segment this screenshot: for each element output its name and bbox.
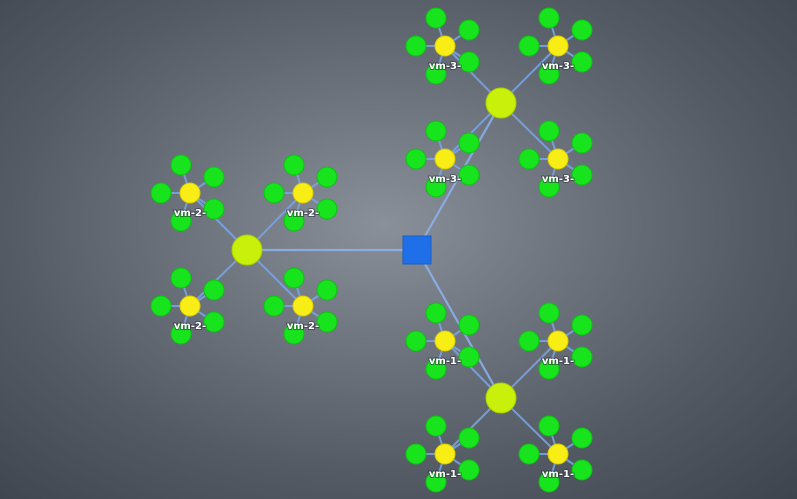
- switch-node-sw-3-d[interactable]: [547, 148, 569, 170]
- leaf-node[interactable]: [316, 166, 338, 188]
- leaf-node[interactable]: [316, 311, 338, 333]
- leaf-node[interactable]: [571, 51, 593, 73]
- leaf-node[interactable]: [405, 35, 427, 57]
- leaf-node[interactable]: [538, 302, 560, 324]
- leaf-node[interactable]: [425, 358, 447, 380]
- leaf-node[interactable]: [571, 346, 593, 368]
- leaf-node[interactable]: [170, 267, 192, 289]
- leaf-node[interactable]: [458, 51, 480, 73]
- switch-node-sw-2-b[interactable]: [292, 182, 314, 204]
- leaf-node[interactable]: [571, 19, 593, 41]
- label-layer: vm-2- vm-2- vm-2- vm-2- vm-3- vm-3- vm-3- vm-3-…: [173, 60, 575, 481]
- leaf-node[interactable]: [458, 132, 480, 154]
- leaf-node[interactable]: [538, 176, 560, 198]
- leaf-node[interactable]: [518, 148, 540, 170]
- leaf-node[interactable]: [203, 198, 225, 220]
- switch-label-sw-2-c: vm-2-: [174, 321, 206, 332]
- leaf-node[interactable]: [203, 311, 225, 333]
- edge-layer: [161, 17, 583, 483]
- leaf-node[interactable]: [170, 323, 192, 345]
- leaf-node[interactable]: [571, 427, 593, 449]
- leaf-node[interactable]: [405, 148, 427, 170]
- leaf-node[interactable]: [518, 443, 540, 465]
- group-node-group-2[interactable]: [231, 234, 263, 266]
- leaf-node[interactable]: [283, 154, 305, 176]
- leaf-node[interactable]: [458, 427, 480, 449]
- leaf-node[interactable]: [538, 120, 560, 142]
- leaf-node[interactable]: [405, 443, 427, 465]
- switch-label-sw-1-a: vm-1-: [429, 356, 461, 367]
- leaf-node[interactable]: [150, 182, 172, 204]
- switch-node-sw-2-a[interactable]: [179, 182, 201, 204]
- leaf-node[interactable]: [538, 471, 560, 493]
- switch-label-sw-1-b: vm-1-: [542, 356, 574, 367]
- leaf-node[interactable]: [425, 120, 447, 142]
- leaf-node[interactable]: [458, 19, 480, 41]
- leaf-node[interactable]: [283, 210, 305, 232]
- switch-label-sw-1-d: vm-1-: [542, 469, 574, 480]
- switch-label-sw-3-d: vm-3-: [542, 174, 574, 185]
- leaf-node[interactable]: [316, 279, 338, 301]
- switch-label-sw-2-a: vm-2-: [174, 208, 206, 219]
- leaf-node[interactable]: [425, 176, 447, 198]
- switch-label-sw-1-c: vm-1-: [429, 469, 461, 480]
- leaf-node[interactable]: [571, 164, 593, 186]
- leaf-node[interactable]: [425, 471, 447, 493]
- leaf-node[interactable]: [170, 154, 192, 176]
- leaf-node[interactable]: [538, 415, 560, 437]
- leaf-node[interactable]: [405, 330, 427, 352]
- switch-node-sw-1-c[interactable]: [434, 443, 456, 465]
- leaf-node[interactable]: [263, 295, 285, 317]
- switch-node-sw-3-b[interactable]: [547, 35, 569, 57]
- leaf-node[interactable]: [538, 358, 560, 380]
- leaf-node[interactable]: [150, 295, 172, 317]
- switch-node-sw-2-d[interactable]: [292, 295, 314, 317]
- root-node[interactable]: [402, 235, 432, 265]
- leaf-node[interactable]: [571, 459, 593, 481]
- leaf-node[interactable]: [203, 166, 225, 188]
- switch-node-sw-1-b[interactable]: [547, 330, 569, 352]
- group-node-group-3[interactable]: [485, 87, 517, 119]
- switch-label-sw-3-b: vm-3-: [542, 61, 574, 72]
- switch-node-sw-3-a[interactable]: [434, 35, 456, 57]
- leaf-node[interactable]: [458, 314, 480, 336]
- leaf-node[interactable]: [283, 267, 305, 289]
- leaf-node[interactable]: [538, 63, 560, 85]
- leaf-node[interactable]: [425, 63, 447, 85]
- switch-label-sw-3-a: vm-3-: [429, 61, 461, 72]
- leaf-node[interactable]: [170, 210, 192, 232]
- switch-node-sw-2-c[interactable]: [179, 295, 201, 317]
- switch-node-sw-1-d[interactable]: [547, 443, 569, 465]
- leaf-node[interactable]: [518, 330, 540, 352]
- leaf-node[interactable]: [425, 302, 447, 324]
- group-node-group-1[interactable]: [485, 382, 517, 414]
- leaf-node[interactable]: [425, 7, 447, 29]
- switch-label-sw-2-d: vm-2-: [287, 321, 319, 332]
- leaf-node[interactable]: [458, 459, 480, 481]
- switch-label-sw-2-b: vm-2-: [287, 208, 319, 219]
- leaf-node[interactable]: [518, 35, 540, 57]
- switch-label-sw-3-c: vm-3-: [429, 174, 461, 185]
- switch-node-sw-1-a[interactable]: [434, 330, 456, 352]
- leaf-node[interactable]: [425, 415, 447, 437]
- switch-node-sw-3-c[interactable]: [434, 148, 456, 170]
- leaf-node[interactable]: [571, 314, 593, 336]
- leaf-node[interactable]: [458, 164, 480, 186]
- leaf-node[interactable]: [283, 323, 305, 345]
- leaf-node[interactable]: [263, 182, 285, 204]
- leaf-node[interactable]: [571, 132, 593, 154]
- leaf-node[interactable]: [203, 279, 225, 301]
- leaf-node[interactable]: [458, 346, 480, 368]
- node-layer: [150, 7, 593, 493]
- leaf-node[interactable]: [538, 7, 560, 29]
- leaf-node[interactable]: [316, 198, 338, 220]
